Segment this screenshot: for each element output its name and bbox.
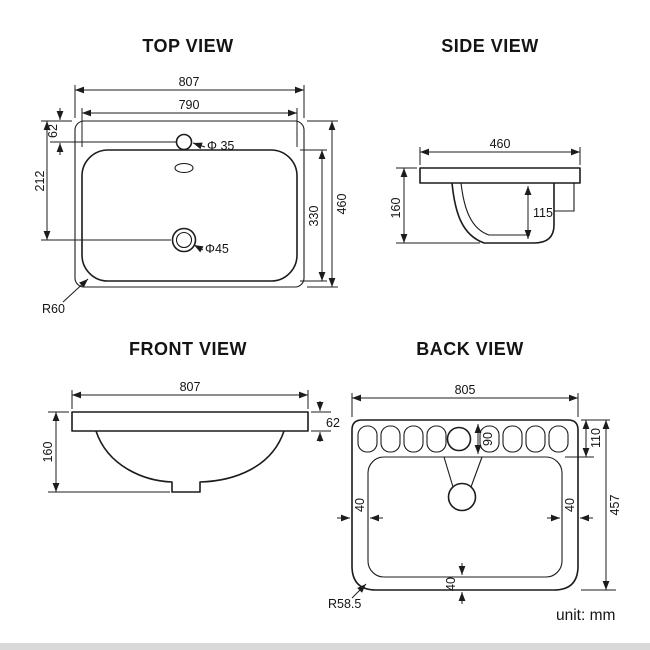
dim-top-drain-offset: 212 xyxy=(33,171,47,192)
side-view-bowl-inner-wall xyxy=(460,182,530,236)
dim-back-right-inset: 40 xyxy=(563,498,577,512)
front-view-deck-outline xyxy=(71,411,309,432)
drain-hole-inner-circle xyxy=(175,231,193,249)
dim-side-bowl-depth: 115 xyxy=(533,206,553,220)
front-view-title: FRONT VIEW xyxy=(129,339,247,359)
dim-front-width: 807 xyxy=(180,380,201,394)
dim-back-bottom-inset: 40 xyxy=(444,577,458,591)
back-view-outer-outline xyxy=(351,419,579,591)
label-top-corner-radius: R60 xyxy=(42,302,65,316)
top-view: TOP VIEW 807 790 62 212 460 xyxy=(33,36,349,316)
label-drain-hole: Φ45 xyxy=(205,242,229,256)
back-faucet-hole-circle xyxy=(446,426,472,452)
top-view-title: TOP VIEW xyxy=(142,36,233,56)
front-view: FRONT VIEW 807 62 160 xyxy=(41,339,340,493)
back-drain-boss-circle xyxy=(447,482,477,512)
drain-hole-outer-circle xyxy=(171,227,197,253)
dim-front-height: 160 xyxy=(41,442,55,463)
dim-back-height: 457 xyxy=(608,495,622,516)
dim-back-left-inset: 40 xyxy=(353,498,367,512)
dim-back-top-band: 110 xyxy=(589,428,603,448)
dim-back-width: 805 xyxy=(455,383,476,397)
top-view-deck-outline xyxy=(74,120,305,288)
dim-top-inner-width: 790 xyxy=(179,98,200,112)
dim-side-height: 160 xyxy=(389,198,403,219)
dim-front-rim-height: 62 xyxy=(326,416,340,430)
back-view-title: BACK VIEW xyxy=(416,339,524,359)
back-view: BACK VIEW 805 90 110 xyxy=(328,339,622,611)
label-back-corner-radius: R58.5 xyxy=(328,597,361,611)
dim-top-outer-depth: 460 xyxy=(335,194,349,215)
dim-back-faucet-drop: 90 xyxy=(481,432,495,446)
top-view-bowl-outline xyxy=(81,149,298,282)
side-view-back-ledge xyxy=(554,183,575,212)
faucet-hole-circle xyxy=(175,133,193,151)
dim-side-depth: 460 xyxy=(490,137,511,151)
dim-top-inner-depth: 330 xyxy=(307,206,321,227)
side-view: SIDE VIEW 460 115 160 xyxy=(389,36,581,244)
overflow-slot-ellipse xyxy=(174,162,194,174)
footer-bar xyxy=(0,643,650,650)
front-view-bowl-outline xyxy=(95,430,285,493)
drain-funnel-right-edge xyxy=(470,456,483,488)
side-view-title: SIDE VIEW xyxy=(441,36,539,56)
back-view-top-slots xyxy=(357,425,569,453)
label-faucet-hole: Φ 35 xyxy=(207,139,234,153)
side-view-bowl-outline xyxy=(451,182,555,244)
back-view-inner-panel xyxy=(367,456,563,578)
unit-note: unit: mm xyxy=(556,607,615,624)
side-view-deck-outline xyxy=(419,167,581,184)
dim-top-outer-width: 807 xyxy=(179,75,200,89)
dim-top-back-offset: 62 xyxy=(46,124,60,138)
drain-funnel-left-edge xyxy=(443,456,454,488)
